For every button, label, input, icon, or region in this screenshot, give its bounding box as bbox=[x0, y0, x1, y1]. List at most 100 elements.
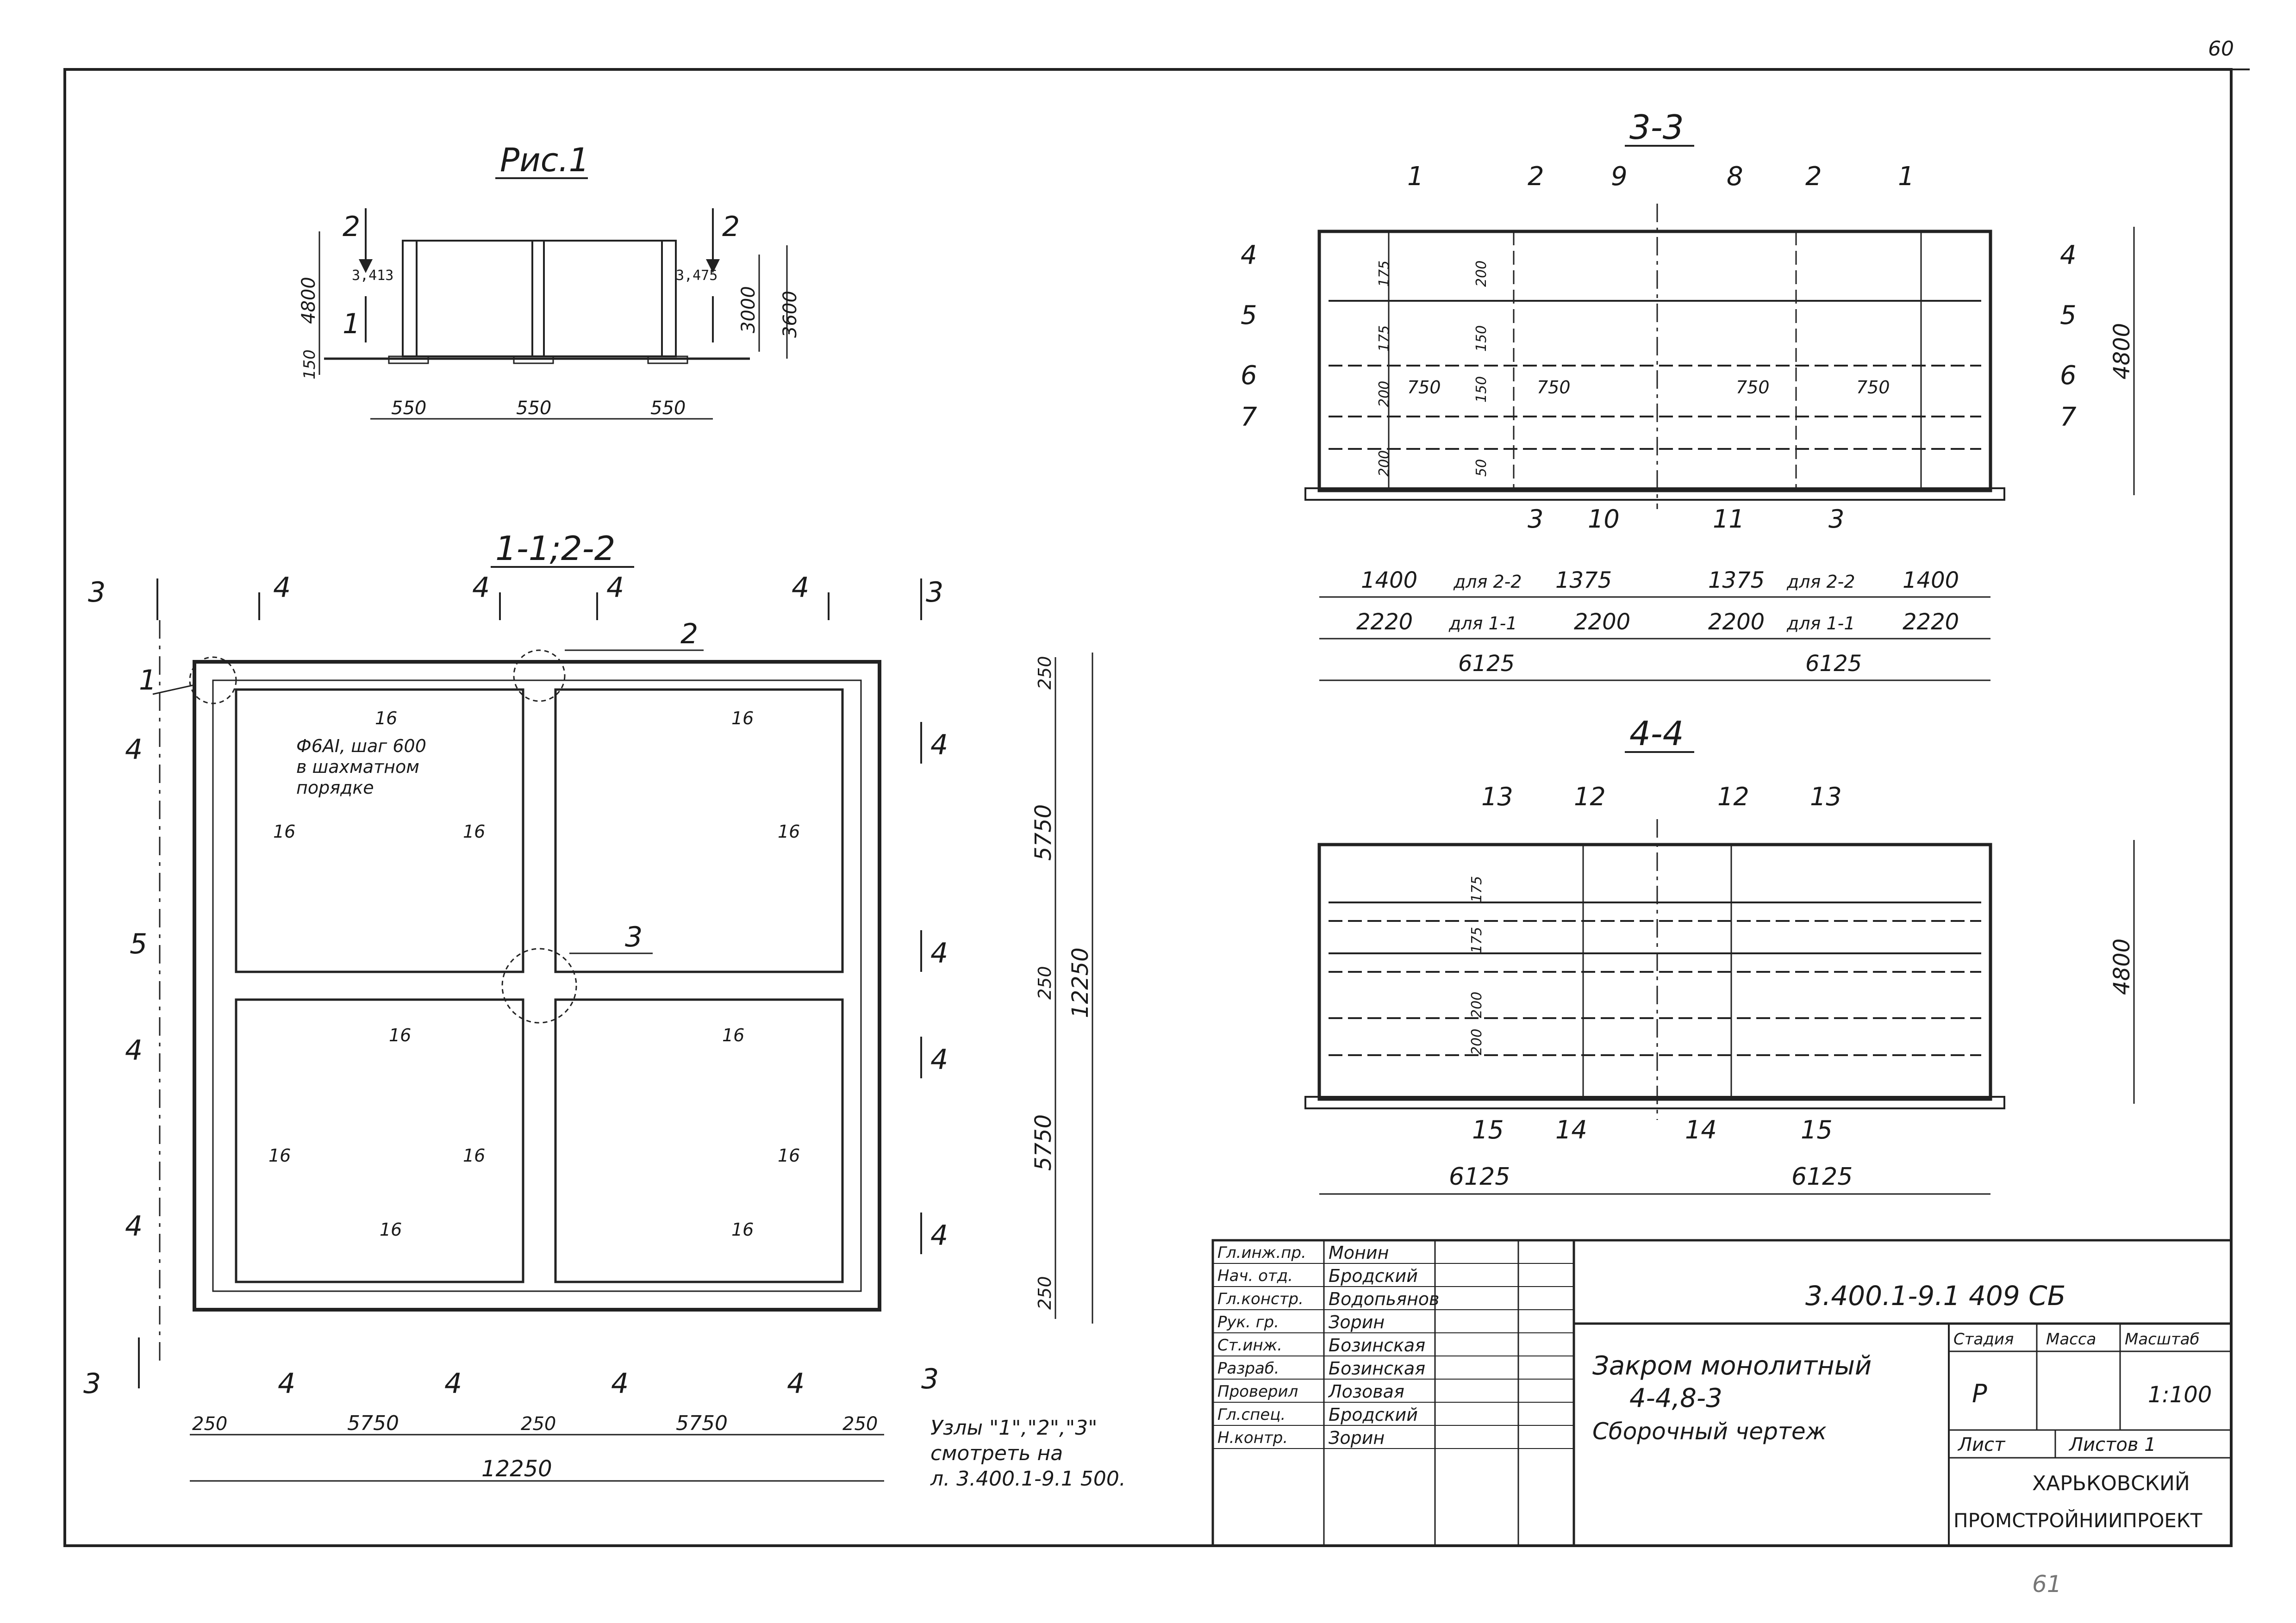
plan-note-line-1: Ф6АI, шаг 600 bbox=[296, 736, 426, 756]
s33-bottom-3b: 3 bbox=[1828, 504, 1844, 534]
fig1-cut-left-arrow bbox=[359, 259, 373, 273]
plan-label-16-c: 16 bbox=[273, 821, 295, 842]
s33-outline bbox=[1317, 230, 1992, 492]
plan-cut-4-r3: 4 bbox=[930, 1044, 948, 1076]
plan-label-16-d: 16 bbox=[463, 821, 485, 842]
s33-dim-inner-4: 200 bbox=[1376, 450, 1392, 477]
plan-callout-3: 3 bbox=[625, 921, 643, 953]
tb-person-name: Зорин bbox=[1329, 1312, 1385, 1332]
plan-node-1 bbox=[189, 656, 237, 704]
s33-row2-5: 2220 bbox=[1903, 609, 1959, 635]
plan-cut-4-r1: 4 bbox=[930, 729, 948, 761]
s33-left-6: 6 bbox=[1241, 361, 1257, 391]
s33-top-2: 2 bbox=[1528, 162, 1544, 192]
fig1-elev-left: 3,413 bbox=[352, 267, 393, 284]
sheet-number: 60 bbox=[2208, 37, 2234, 61]
tb-sheets-label: Листов 1 bbox=[2068, 1434, 2156, 1455]
tb-role: Гл.инж.пр. bbox=[1217, 1244, 1306, 1262]
s33-dim-inner2-1: 150 bbox=[1473, 325, 1490, 352]
s33-row2-3: 2200 bbox=[1708, 609, 1765, 635]
plan-cut-4-r4: 4 bbox=[930, 1219, 948, 1252]
plan-label-16-k: 16 bbox=[380, 1219, 402, 1240]
s33-row1-0: 1400 bbox=[1361, 567, 1417, 593]
tb-role: Гл.констр. bbox=[1217, 1290, 1304, 1308]
plan-cut-3-tr: 3 bbox=[926, 576, 943, 609]
s33-bottom-10: 10 bbox=[1588, 504, 1620, 534]
tb-stage: Р bbox=[1972, 1379, 1987, 1408]
plan-label-16-a: 16 bbox=[375, 708, 397, 728]
plan-cut-3-tl: 3 bbox=[88, 576, 106, 609]
plan-label-16-h: 16 bbox=[268, 1145, 291, 1166]
plan-cut-4-l1: 4 bbox=[125, 734, 143, 766]
s44-outline bbox=[1317, 843, 1992, 1101]
plan-cut-5-l: 5 bbox=[130, 928, 147, 960]
s33-dim-height: 4800 bbox=[2109, 323, 2135, 379]
s33-row1-1: для 2-2 bbox=[1453, 572, 1522, 592]
plan-cut-4-b2: 4 bbox=[444, 1368, 462, 1400]
tb-name-3: Сборочный чертеж bbox=[1592, 1418, 1827, 1445]
fig1-cut-lower: 1 bbox=[343, 308, 360, 340]
tb-role: Гл.спец. bbox=[1217, 1405, 1285, 1424]
plan-label-16-j: 16 bbox=[778, 1145, 800, 1166]
tb-role: Нач. отд. bbox=[1217, 1267, 1293, 1285]
s44-top-13a: 13 bbox=[1481, 782, 1513, 811]
tb-role: Н.контр. bbox=[1217, 1429, 1288, 1447]
plan-dim-bottom-3: 5750 bbox=[676, 1412, 728, 1435]
s44-bottom-14b: 14 bbox=[1685, 1115, 1717, 1144]
tb-role: Разраб. bbox=[1217, 1359, 1279, 1378]
tb-code: 3.400.1-9.1 409 СБ bbox=[1805, 1280, 2065, 1312]
plan-cut-4-b3: 4 bbox=[611, 1368, 629, 1400]
plan-dim-bottom-4: 250 bbox=[842, 1413, 878, 1435]
tb-person-name: Лозовая bbox=[1328, 1381, 1404, 1402]
s33-dim-750-b: 750 bbox=[1537, 377, 1571, 398]
s44-dim-bottom-0: 6125 bbox=[1449, 1163, 1510, 1191]
plan-cut-4-l3: 4 bbox=[125, 1210, 143, 1243]
plan-callout-2: 2 bbox=[680, 618, 698, 650]
s33-dim-inner-3: 200 bbox=[1376, 381, 1392, 407]
fig1-dim-h1: 4800 bbox=[298, 277, 319, 324]
fig1-cut-left: 2 bbox=[343, 211, 360, 243]
plan-nodes-note-3: л. 3.400.1-9.1 500. bbox=[930, 1467, 1126, 1491]
fig1-title: Рис.1 bbox=[500, 141, 589, 179]
tb-stage-header: Стадия bbox=[1953, 1330, 2014, 1349]
tb-person-name: Бозинская bbox=[1329, 1335, 1425, 1356]
fig1-dim-3000: 3000 bbox=[738, 286, 759, 333]
s33-dim-inner2-3: 50 bbox=[1473, 459, 1490, 477]
plan-title: 1-1;2-2 bbox=[495, 529, 615, 568]
s44-title: 4-4 bbox=[1629, 714, 1684, 753]
fig1-cut-right: 2 bbox=[722, 211, 740, 243]
tb-role: Рук. гр. bbox=[1217, 1313, 1279, 1331]
plan-dim-bottom-2: 250 bbox=[521, 1413, 556, 1435]
s33-title: 3-3 bbox=[1629, 108, 1684, 147]
s33-right-7: 7 bbox=[2060, 402, 2077, 432]
s33-dim-inner2-2: 150 bbox=[1473, 376, 1490, 403]
plan-cut-4-b4: 4 bbox=[787, 1368, 805, 1400]
s33-row1-5: 1400 bbox=[1903, 567, 1959, 593]
plan-label-16-e: 16 bbox=[778, 821, 800, 842]
section-3-3: 3-3 1 2 9 8 2 1 4 5 6 7 4 5 6 7 750 750 … bbox=[1241, 108, 2135, 681]
s33-row1-4: для 2-2 bbox=[1786, 572, 1855, 592]
plan-inner-outline bbox=[212, 679, 862, 1292]
plan-dim-bottom-1: 5750 bbox=[347, 1412, 399, 1435]
s33-left-7: 7 bbox=[1241, 402, 1257, 432]
plan-callout-1: 1 bbox=[139, 664, 156, 696]
s33-dim-750-a: 750 bbox=[1407, 377, 1441, 398]
plan-dim-right-0: 250 bbox=[1035, 656, 1055, 690]
plan-cut-4-t1: 4 bbox=[273, 572, 291, 604]
s33-dim-750-c: 750 bbox=[1736, 377, 1770, 398]
s44-top-12b: 12 bbox=[1717, 782, 1749, 811]
plan-note-line-3: порядке bbox=[296, 777, 374, 798]
section-4-4: 4-4 13 12 12 13 175 175 200 200 4800 15 … bbox=[1304, 714, 2135, 1195]
plan-dim-right-1: 5750 bbox=[1030, 804, 1056, 861]
plan-outer-wall bbox=[193, 660, 881, 1312]
s33-bottom-11: 11 bbox=[1713, 504, 1745, 534]
plan-cut-4-t4: 4 bbox=[792, 572, 809, 604]
fig1-body bbox=[402, 240, 677, 357]
s33-top-1: 1 bbox=[1407, 162, 1424, 192]
fig1-dim-h2: 150 bbox=[300, 349, 319, 379]
figure-1: Рис.1 2 3,413 1 2 3,475 4800 150 3000 36… bbox=[298, 141, 801, 420]
s33-right-4: 4 bbox=[2060, 240, 2077, 270]
s33-top-3: 9 bbox=[1611, 162, 1628, 192]
fig1-footing-2 bbox=[513, 355, 554, 364]
